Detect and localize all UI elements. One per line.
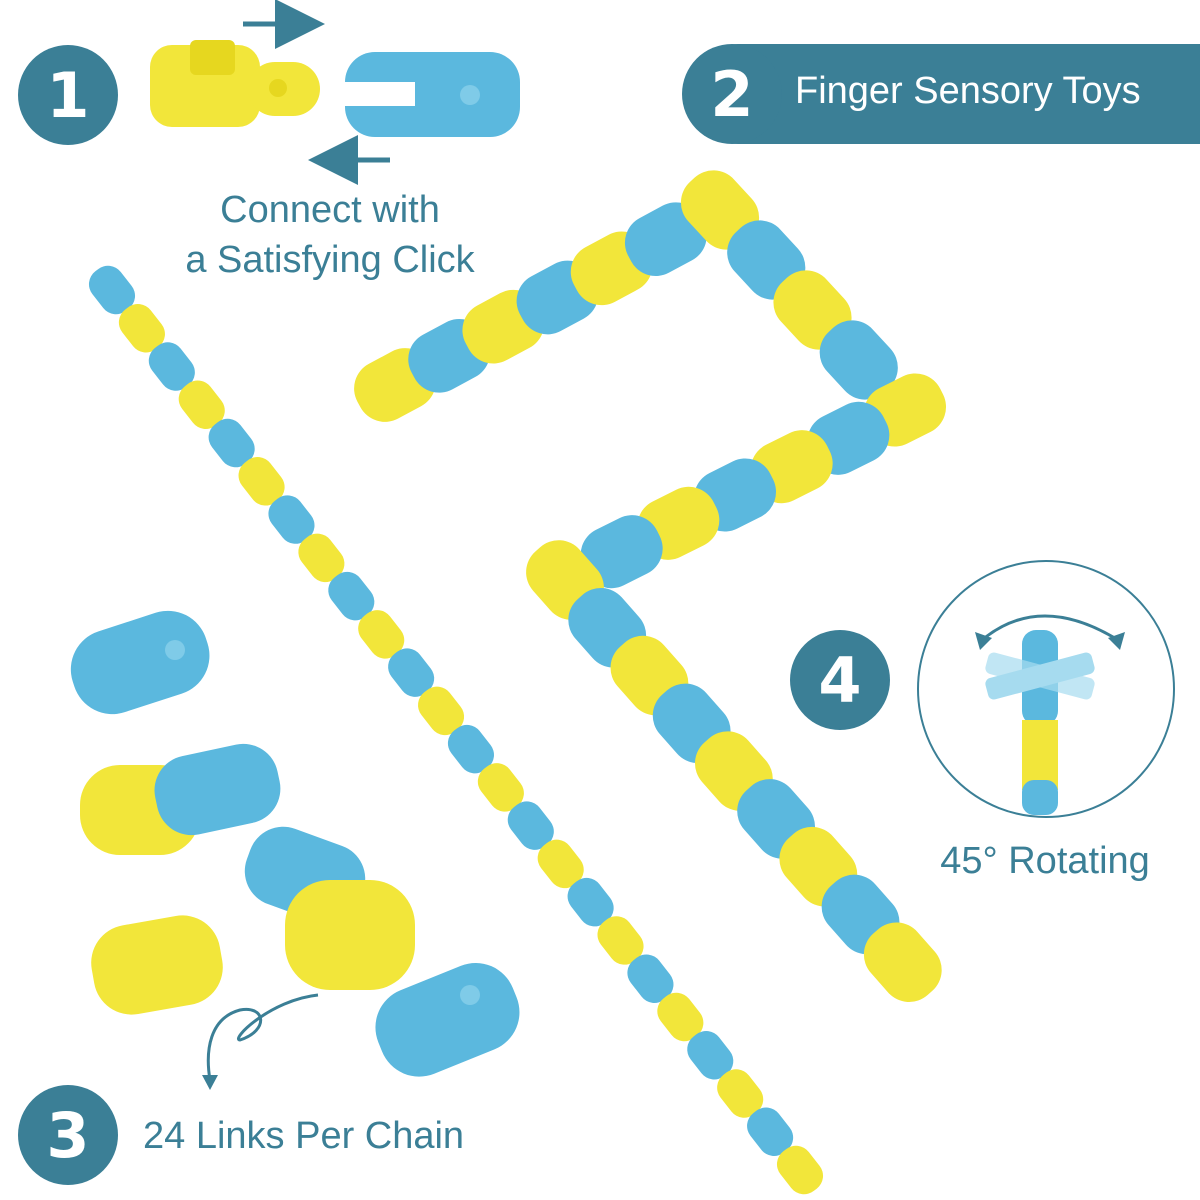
chain-link (627, 954, 674, 1003)
chain-link (507, 801, 554, 850)
step-1-caption: Connect with a Satisfying Click (160, 185, 500, 285)
loose-link-blue-2 (375, 963, 520, 1077)
step-3-caption: 24 Links Per Chain (143, 1115, 465, 1157)
chain-link (776, 1145, 824, 1195)
chain-link (819, 320, 898, 400)
chain-link (863, 922, 942, 1002)
chain-link (687, 1030, 734, 1080)
loose-link-yellow (91, 915, 223, 1015)
step-4-number: 4 (818, 643, 862, 717)
step-1-number: 1 (46, 58, 90, 132)
chain-link (358, 610, 405, 659)
step-2-label: Finger Sensory Toys (795, 70, 1141, 112)
step-2-number: 2 (710, 57, 754, 131)
chain-link (624, 202, 707, 277)
chain-link (717, 1069, 764, 1118)
straight-chain (88, 265, 824, 1195)
step-4-caption: 45° Rotating (940, 840, 1150, 882)
chain-link (88, 265, 136, 315)
chain-link (477, 763, 524, 812)
step-1-badge: 1 (18, 45, 118, 145)
chain-link (388, 648, 435, 697)
chain-link (118, 304, 165, 353)
chain-link (268, 495, 315, 544)
chain-link (657, 992, 704, 1042)
chain-link (298, 533, 345, 583)
chain-link (418, 686, 465, 736)
step-4-badge: 4 (790, 630, 890, 730)
curved-arrow-icon (202, 993, 319, 1090)
chain-link (238, 457, 285, 506)
step-3-badge: 3 (18, 1085, 118, 1185)
chain-link (178, 380, 225, 430)
step-3-number: 3 (46, 1098, 90, 1172)
step-2-badge: 2 (682, 44, 782, 144)
zigzag-chain (354, 170, 947, 1002)
loose-link-blue-1 (70, 610, 210, 715)
double-headed-arc-arrow-icon (975, 614, 1125, 650)
chain-link (208, 418, 255, 468)
chain-link (447, 724, 494, 774)
chain-link (148, 342, 195, 391)
step-1-blue-link (345, 52, 520, 137)
step-1-caption-line1: Connect with (220, 189, 440, 231)
chain-link (597, 916, 644, 965)
step-1-caption-line2: a Satisfying Click (185, 239, 475, 281)
rotation-circle (917, 560, 1175, 818)
loose-link-pair-2 (244, 826, 415, 990)
chain-link (328, 571, 375, 621)
loose-link-pair (80, 743, 281, 855)
rotating-link (985, 630, 1095, 815)
chain-link (747, 1107, 794, 1156)
chain-link (580, 515, 663, 589)
chain-link (567, 877, 614, 927)
chain-link (537, 839, 584, 889)
step-1-yellow-link (150, 40, 320, 127)
